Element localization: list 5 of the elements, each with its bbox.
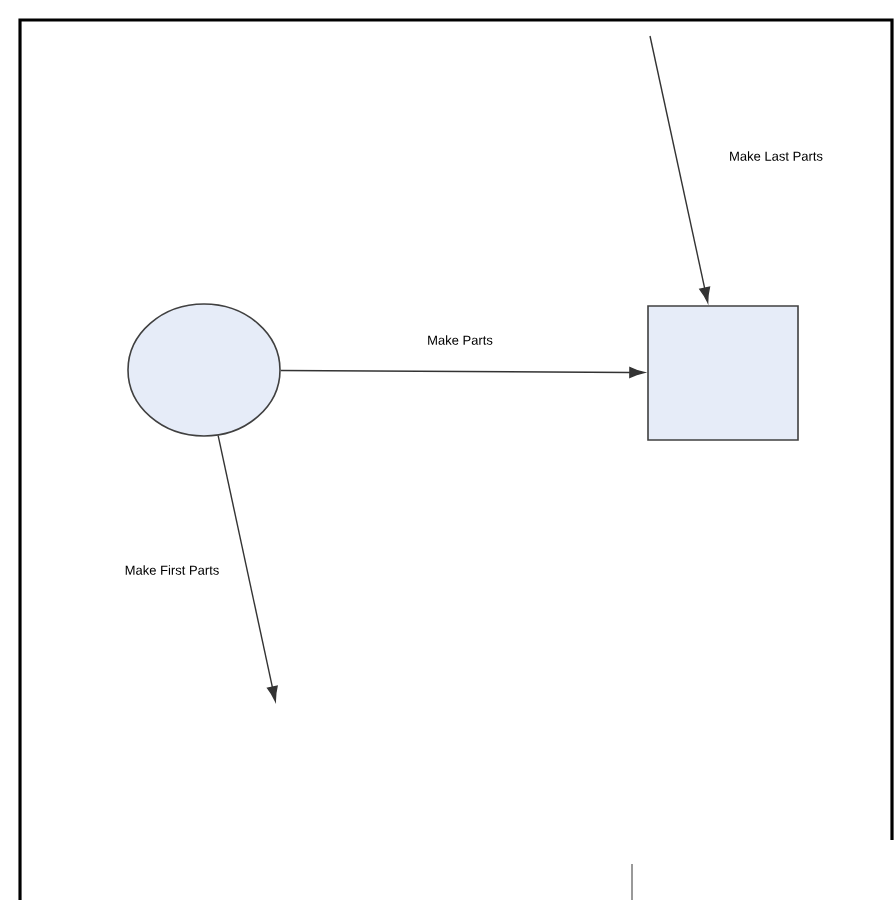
ellipse [127,303,281,437]
arrow [649,35,711,303]
arrow [217,434,278,702]
arrow [280,366,645,378]
square-box [647,305,799,441]
